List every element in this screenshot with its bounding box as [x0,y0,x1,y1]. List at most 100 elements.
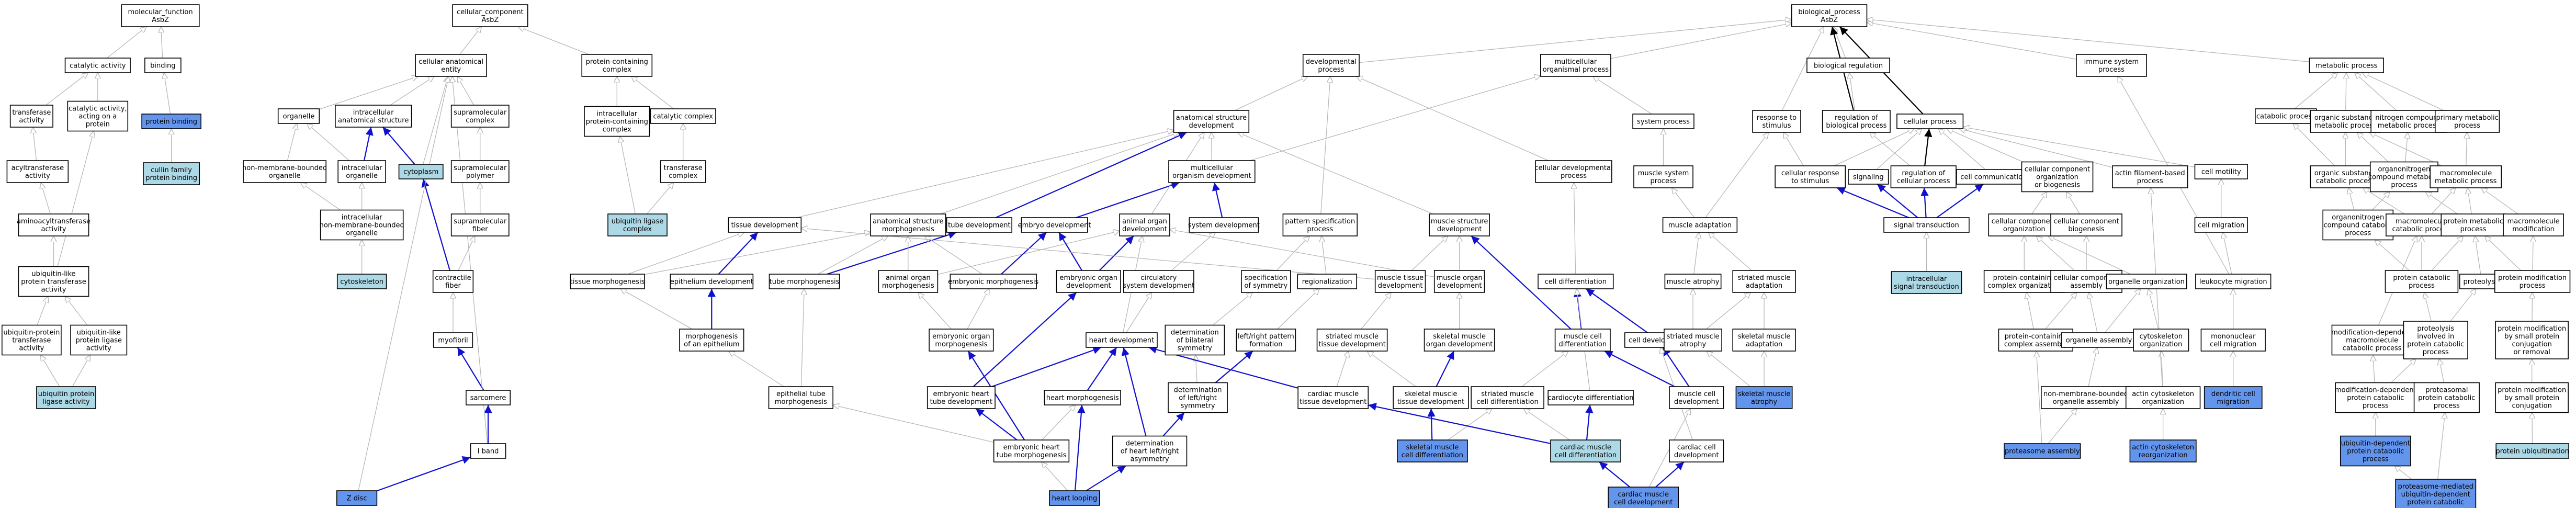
node-metabolic[interactable]: metabolic process [2309,58,2384,73]
node-organelle-assembly[interactable]: organelle assembly [2061,332,2137,348]
node-leukocyte-mig[interactable]: leukocyte migration [2195,274,2272,289]
node-organelle[interactable]: organelle [277,108,320,124]
node-cellular-process[interactable]: cellular process [1896,114,1964,129]
node-cell-motility[interactable]: cell motility [2194,164,2248,179]
node-tube-dev[interactable]: tube development [946,217,1012,233]
node-epith-dev[interactable]: epithelium development [670,274,754,289]
node-embryo-dev[interactable]: embryo development [1018,217,1091,233]
node-proteasome-assembly[interactable]: proteasome assembly [2004,443,2081,459]
node-protein-binding[interactable]: protein binding [141,114,201,129]
node-tissue-dev[interactable]: tissue development [728,217,802,233]
node-cell-diff[interactable]: cell differentiation [1538,274,1614,289]
node-system-dev[interactable]: system development [1188,217,1260,233]
node-cell-migration[interactable]: cell migration [2194,217,2248,233]
node-signaling[interactable]: signaling [1848,169,1889,185]
node-tube-morph[interactable]: tube morphogenesis [769,274,840,289]
node-organelle-org[interactable]: organelle organization [2106,274,2187,289]
node-bio-reg[interactable]: biological regulation [1806,58,1890,73]
node-regionalization[interactable]: regionalization [1297,274,1358,289]
node-zdisc[interactable]: Z disc [336,490,378,506]
node-signal-trans[interactable]: signal transduction [1883,217,1970,233]
node-catabolic[interactable]: catabolic process [2255,108,2317,124]
node-protein-ubiq[interactable]: protein ubiquitination [2495,443,2569,459]
node-heart-morph[interactable]: heart morphogenesis [1044,390,1121,405]
node-sarcomere[interactable]: sarcomere [466,390,511,405]
node-cardiocyte-diff[interactable]: cardiocyte differentiation [1547,390,1634,405]
node-heart-dev[interactable]: heart development [1086,332,1158,348]
node-cat-complex[interactable]: catalytic complex [650,108,716,124]
node-muscle-adaptation[interactable]: muscle adaptation [1662,217,1738,233]
